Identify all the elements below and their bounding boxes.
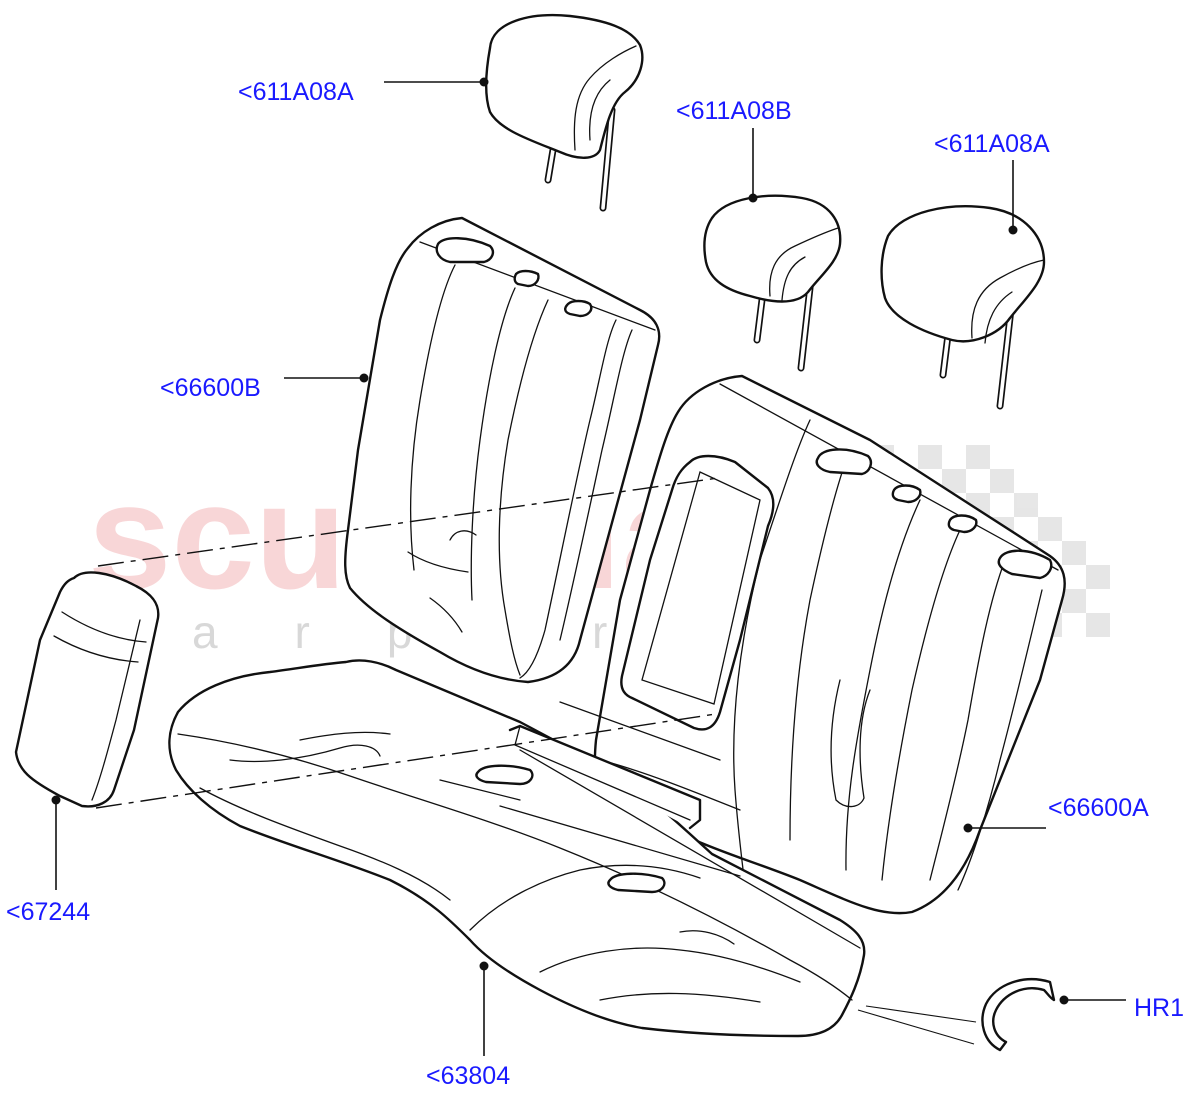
callout-label-backrest-left[interactable]: <66600B [160, 374, 261, 402]
callout-headrest-right: <611A08A [934, 130, 1050, 235]
callout-label-backrest-right[interactable]: <66600A [1048, 794, 1149, 822]
callout-armrest: <67244 [6, 795, 90, 926]
callout-headrest-left: <611A08A [238, 77, 489, 106]
callout-label-headrest-left[interactable]: <611A08A [238, 78, 354, 106]
armrest-part [14, 571, 160, 808]
callout-clip: HR1 [1059, 994, 1184, 1022]
clip-part [857, 978, 1056, 1052]
callout-label-headrest-right[interactable]: <611A08A [934, 130, 1050, 158]
seat-cushion-part [168, 659, 866, 1038]
callout-label-cushion[interactable]: <63804 [426, 1062, 510, 1090]
headrest-left-part [485, 14, 644, 212]
callout-label-armrest[interactable]: <67244 [6, 898, 90, 926]
callout-label-headrest-center[interactable]: <611A08B [676, 97, 792, 125]
backrest-right-part [593, 374, 1066, 915]
backrest-left-part [344, 216, 661, 684]
headrest-center-part [703, 194, 842, 372]
assembly-lines [95, 477, 719, 809]
callout-label-clip[interactable]: HR1 [1134, 994, 1184, 1022]
callout-backrest-left: <66600B [160, 373, 369, 402]
callout-backrest-right: <66600A [963, 794, 1149, 833]
headrest-right-part [880, 205, 1046, 410]
callout-headrest-center: <611A08B [676, 97, 792, 203]
callout-cushion: <63804 [426, 961, 510, 1090]
